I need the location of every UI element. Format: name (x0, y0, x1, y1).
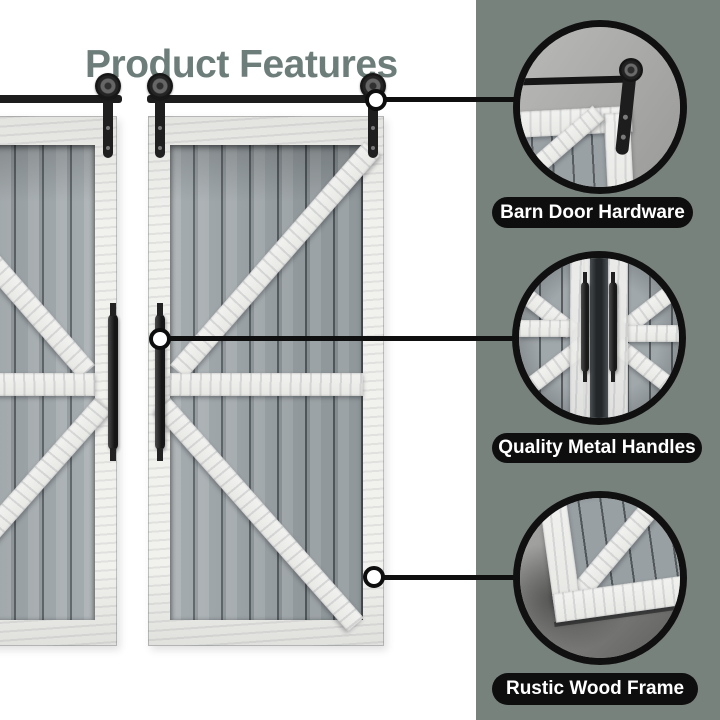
callout-line-hardware (374, 97, 516, 102)
page-title: Product Features (85, 43, 398, 87)
door-mid-rail (519, 320, 572, 337)
feature-label-handles: Quality Metal Handles (492, 433, 702, 463)
barn-door-rail-right (147, 95, 385, 103)
roller-wheel-icon (147, 73, 173, 99)
screw-icon (158, 126, 162, 130)
door-mid-rail (0, 373, 95, 396)
detail-circle-frame (513, 491, 687, 665)
roller-wheel-icon (95, 73, 121, 99)
callout-line-handles (158, 336, 514, 341)
barn-door-rail-left (0, 95, 122, 103)
door-handle-left (108, 303, 118, 461)
feature-label-hardware: Barn Door Hardware (492, 197, 693, 228)
door-corner (526, 498, 680, 658)
screw-icon (371, 126, 375, 130)
hanger-strap (368, 88, 378, 158)
door-mid-rail (626, 325, 679, 342)
callout-line-frame (372, 575, 515, 580)
detail-circle-handles (512, 251, 686, 425)
door-handle-left (581, 272, 589, 382)
callout-marker-frame (363, 566, 385, 588)
hanger-strap (103, 88, 113, 158)
screw-icon (106, 126, 110, 130)
hanger-strap (155, 88, 165, 158)
roller-wheel-icon (619, 58, 643, 82)
door-handle-right (609, 272, 617, 382)
door-gap (590, 258, 608, 418)
door-mid-rail (170, 373, 363, 396)
screw-icon (371, 146, 375, 150)
callout-marker-hardware (365, 89, 387, 111)
callout-marker-handles (149, 328, 171, 350)
feature-label-frame: Rustic Wood Frame (492, 673, 698, 705)
door-handle-right (155, 303, 165, 461)
screw-icon (106, 146, 110, 150)
detail-circle-hardware (513, 20, 687, 194)
screw-icon (158, 146, 162, 150)
barn-door-right (148, 116, 384, 646)
barn-door-left (0, 116, 117, 646)
